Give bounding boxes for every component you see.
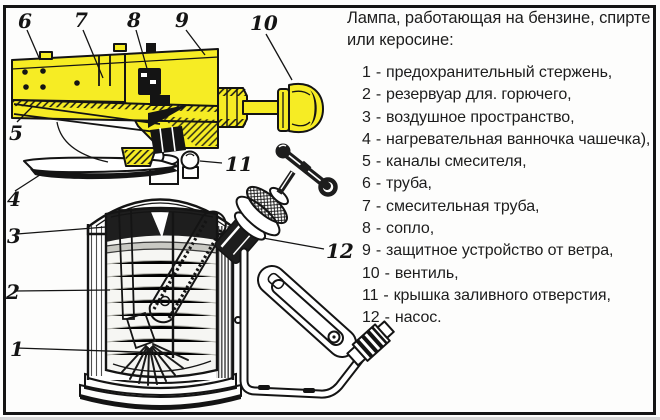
legend-item-text: крышка заливного отверстия, [393, 286, 611, 304]
legend-item-number: 2 [362, 86, 371, 104]
legend-item-number: 3 [362, 108, 371, 126]
nozzle [138, 68, 170, 106]
legend-item-text: труба, [386, 175, 432, 193]
legend-title: Лампа, работающая на бензине, спирте или… [347, 7, 653, 51]
burner-assembly [11, 43, 281, 167]
legend-item: 12-насос. [362, 307, 653, 329]
bottom-strip [0, 417, 660, 420]
label-5: 5 [9, 121, 23, 145]
label-6: 6 [18, 9, 32, 33]
legend-item-text: насос. [394, 309, 442, 327]
legend-item-dash: - [375, 242, 382, 260]
fuel-tank [79, 198, 242, 410]
label-8: 8 [126, 8, 141, 32]
legend-item-dash: - [375, 86, 382, 104]
legend-item-number: 12 [362, 309, 380, 327]
legend-title-line2: или керосине: [347, 31, 454, 49]
legend-item: 6-труба, [362, 173, 653, 195]
filler-cap [180, 150, 200, 179]
legend-item-number: 6 [362, 175, 371, 193]
legend-item-number: 10 [362, 264, 380, 282]
legend-item-dash: - [375, 108, 382, 126]
legend-item-text: воздушное пространство, [386, 108, 575, 126]
leader-lines [14, 29, 325, 354]
legend-item-text: нагревательная ванночка чашечка), [386, 130, 651, 148]
legend-item-number: 9 [362, 242, 371, 260]
legend-item-text: сопло, [386, 220, 435, 238]
legend-item-text: каналы смесителя, [386, 153, 527, 171]
label-12: 12 [326, 239, 354, 263]
legend-item-dash: - [375, 175, 382, 193]
handle-bracket [239, 247, 395, 399]
label-2: 2 [5, 280, 20, 304]
legend-item-dash: - [375, 64, 382, 81]
legend-item-text: резервуар для. горючего, [386, 86, 572, 104]
legend-item-dash: - [375, 130, 382, 148]
parts-list: 1-предохранительный стержень, 2-резервуа… [347, 62, 653, 330]
part-labels: 1 2 3 4 5 6 7 8 9 10 11 12 [5, 8, 354, 361]
legend-item-number: 5 [362, 153, 371, 171]
legend-item: 8-сопло, [362, 218, 653, 240]
legend-item: 10-вентиль, [362, 263, 653, 285]
label-4: 4 [7, 187, 21, 211]
legend-item-dash: - [375, 197, 382, 215]
label-10: 10 [250, 11, 278, 35]
tank-cutaway [104, 206, 227, 386]
mixer-holes [22, 68, 80, 90]
legend-item-dash: - [384, 264, 390, 282]
label-1: 1 [10, 337, 24, 361]
pump [214, 143, 338, 265]
legend-item-number: 7 [362, 197, 371, 215]
legend-item-dash: - [383, 286, 389, 304]
legend-item: 5-каналы смесителя, [362, 151, 653, 173]
legend-item-dash: - [375, 220, 382, 238]
valve-knob [277, 82, 324, 134]
valve-stem [242, 100, 281, 115]
pump-threaded-tail [346, 320, 395, 367]
legend-item-number: 11 [362, 286, 379, 304]
legend-title-line1: Лампа, работающая на бензине, спирте [347, 9, 651, 27]
legend-item-dash: - [384, 309, 390, 327]
legend-item-text: вентиль, [394, 264, 459, 282]
label-11: 11 [225, 152, 253, 176]
legend-item: 7-смесительная труба, [362, 196, 653, 218]
tank-base-edge [80, 394, 241, 410]
legend-item: 1-предохранительный стержень, [362, 62, 653, 84]
legend-item-dash: - [375, 153, 382, 171]
legend-item-text: защитное устройство от ветра, [386, 242, 614, 260]
legend-item: 3-воздушное пространство, [362, 107, 653, 129]
legend-item: 9-защитное устройство от ветра, [362, 240, 653, 262]
pump-tube-internal [148, 210, 227, 324]
label-7: 7 [74, 8, 88, 32]
legend-item-number: 1 [362, 64, 371, 81]
legend-item-text: смесительная труба, [386, 197, 540, 215]
legend-item: 2-резервуар для. горючего, [362, 84, 653, 106]
legend: Лампа, работающая на бензине, спирте или… [347, 7, 653, 330]
needle [148, 104, 190, 128]
tank-base-ring [84, 372, 237, 398]
legend-item-number: 8 [362, 220, 371, 238]
legend-item-number: 4 [362, 130, 371, 148]
mixer-chamber [11, 53, 126, 103]
label-9: 9 [175, 8, 189, 32]
legend-item: 11-крышка заливного отверстия, [362, 285, 653, 307]
pump-t-handle [275, 143, 338, 197]
legend-item-text: предохранительный стержень, [386, 64, 613, 81]
label-3: 3 [7, 224, 21, 248]
legend-item: 4-нагревательная ванночка чашечка), [362, 129, 653, 151]
